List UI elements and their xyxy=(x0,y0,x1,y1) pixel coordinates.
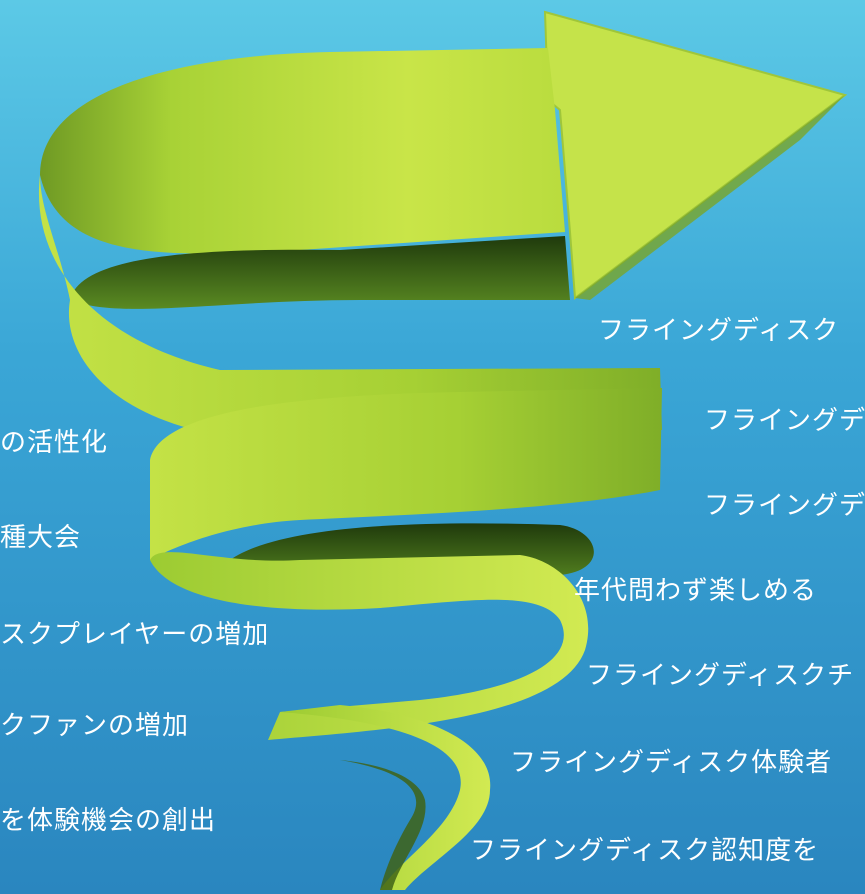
arrow-head xyxy=(543,10,848,300)
left-label-2: 種大会 xyxy=(0,523,82,553)
spiral-left-curl xyxy=(38,175,662,440)
left-label-3: スクプレイヤーの増加 xyxy=(0,620,270,650)
left-label-4: クファンの増加 xyxy=(0,711,190,741)
spiral-lower-band xyxy=(150,552,589,740)
right-label-7: フライングディスク認知度を xyxy=(470,836,820,866)
right-label-5: フライングディスクチ xyxy=(586,661,855,691)
spiral-inner-shadow-1 xyxy=(70,236,570,309)
right-label-2: フライングデ xyxy=(704,406,865,436)
left-label-1: の活性化 xyxy=(0,428,109,458)
spiral-tail-shadow xyxy=(340,760,426,890)
right-label-1: フライングディスク xyxy=(598,316,840,346)
right-label-6: フライングディスク体験者 xyxy=(510,748,833,778)
left-label-5: を体験機会の創出 xyxy=(0,806,217,836)
arrow-head-shadow xyxy=(575,95,845,300)
spiral-middle-band xyxy=(150,388,662,560)
right-label-4: 年代問わず楽しめる xyxy=(574,576,818,606)
right-label-3: フライングデ xyxy=(704,491,865,521)
spiral-tail xyxy=(280,705,491,890)
spiral-top-band xyxy=(40,48,565,254)
